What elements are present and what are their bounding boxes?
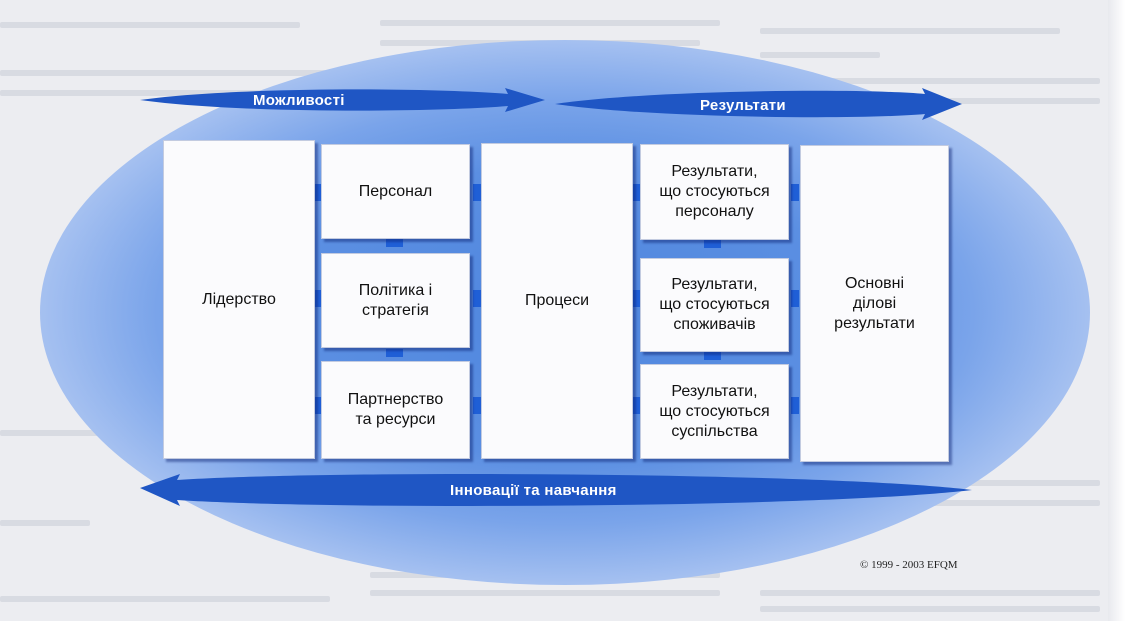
innovation-arrow [140,474,972,506]
people-box: Персонал [321,144,470,239]
society-results-box: Результати, що стосуються суспільства [640,364,789,459]
enablers-label: Можливості [253,92,345,109]
customer-results-label: Результати, що стосуються споживачів [659,276,770,333]
key-performance-results-box: Основні ділові результати [800,145,949,462]
connector [704,240,721,248]
connector [791,184,799,201]
key-performance-results-label: Основні ділові результати [834,274,915,332]
results-label: Результати [700,97,786,114]
connector [386,239,403,247]
page-edge [1108,0,1125,621]
customer-results-box: Результати, що стосуються споживачів [640,258,789,352]
copyright-notice: © 1999 - 2003 EFQM [860,559,958,571]
partnerships-resources-box: Партнерство та ресурси [321,361,470,459]
connector [313,397,321,414]
policy-strategy-label: Політика і стратегія [358,281,433,319]
connector [386,349,403,357]
people-results-label: Результати, що стосуються персоналу [659,163,770,220]
connector [791,397,799,414]
connector [473,184,481,201]
connector [632,290,640,307]
processes-label: Процеси [524,292,590,309]
processes-box: Процеси [481,143,633,459]
connector [632,184,640,201]
connector [704,352,721,360]
leadership-box: Лідерство [163,140,315,459]
people-results-box: Результати, що стосуються персоналу [640,144,789,240]
connector [313,290,321,307]
partnerships-resources-label: Партнерство та ресурси [347,391,444,428]
connector [473,397,481,414]
connector [791,290,799,307]
people-label: Персонал [358,182,433,200]
innovation-learning-label: Інновації та навчання [450,482,617,499]
society-results-label: Результати, що стосуються суспільства [659,382,770,440]
connector [632,397,640,414]
connector [313,184,321,201]
policy-strategy-box: Політика і стратегія [321,253,470,348]
enablers-arrow [140,88,545,112]
connector [473,290,481,307]
leadership-label: Лідерство [202,290,276,308]
results-arrow [555,88,962,120]
